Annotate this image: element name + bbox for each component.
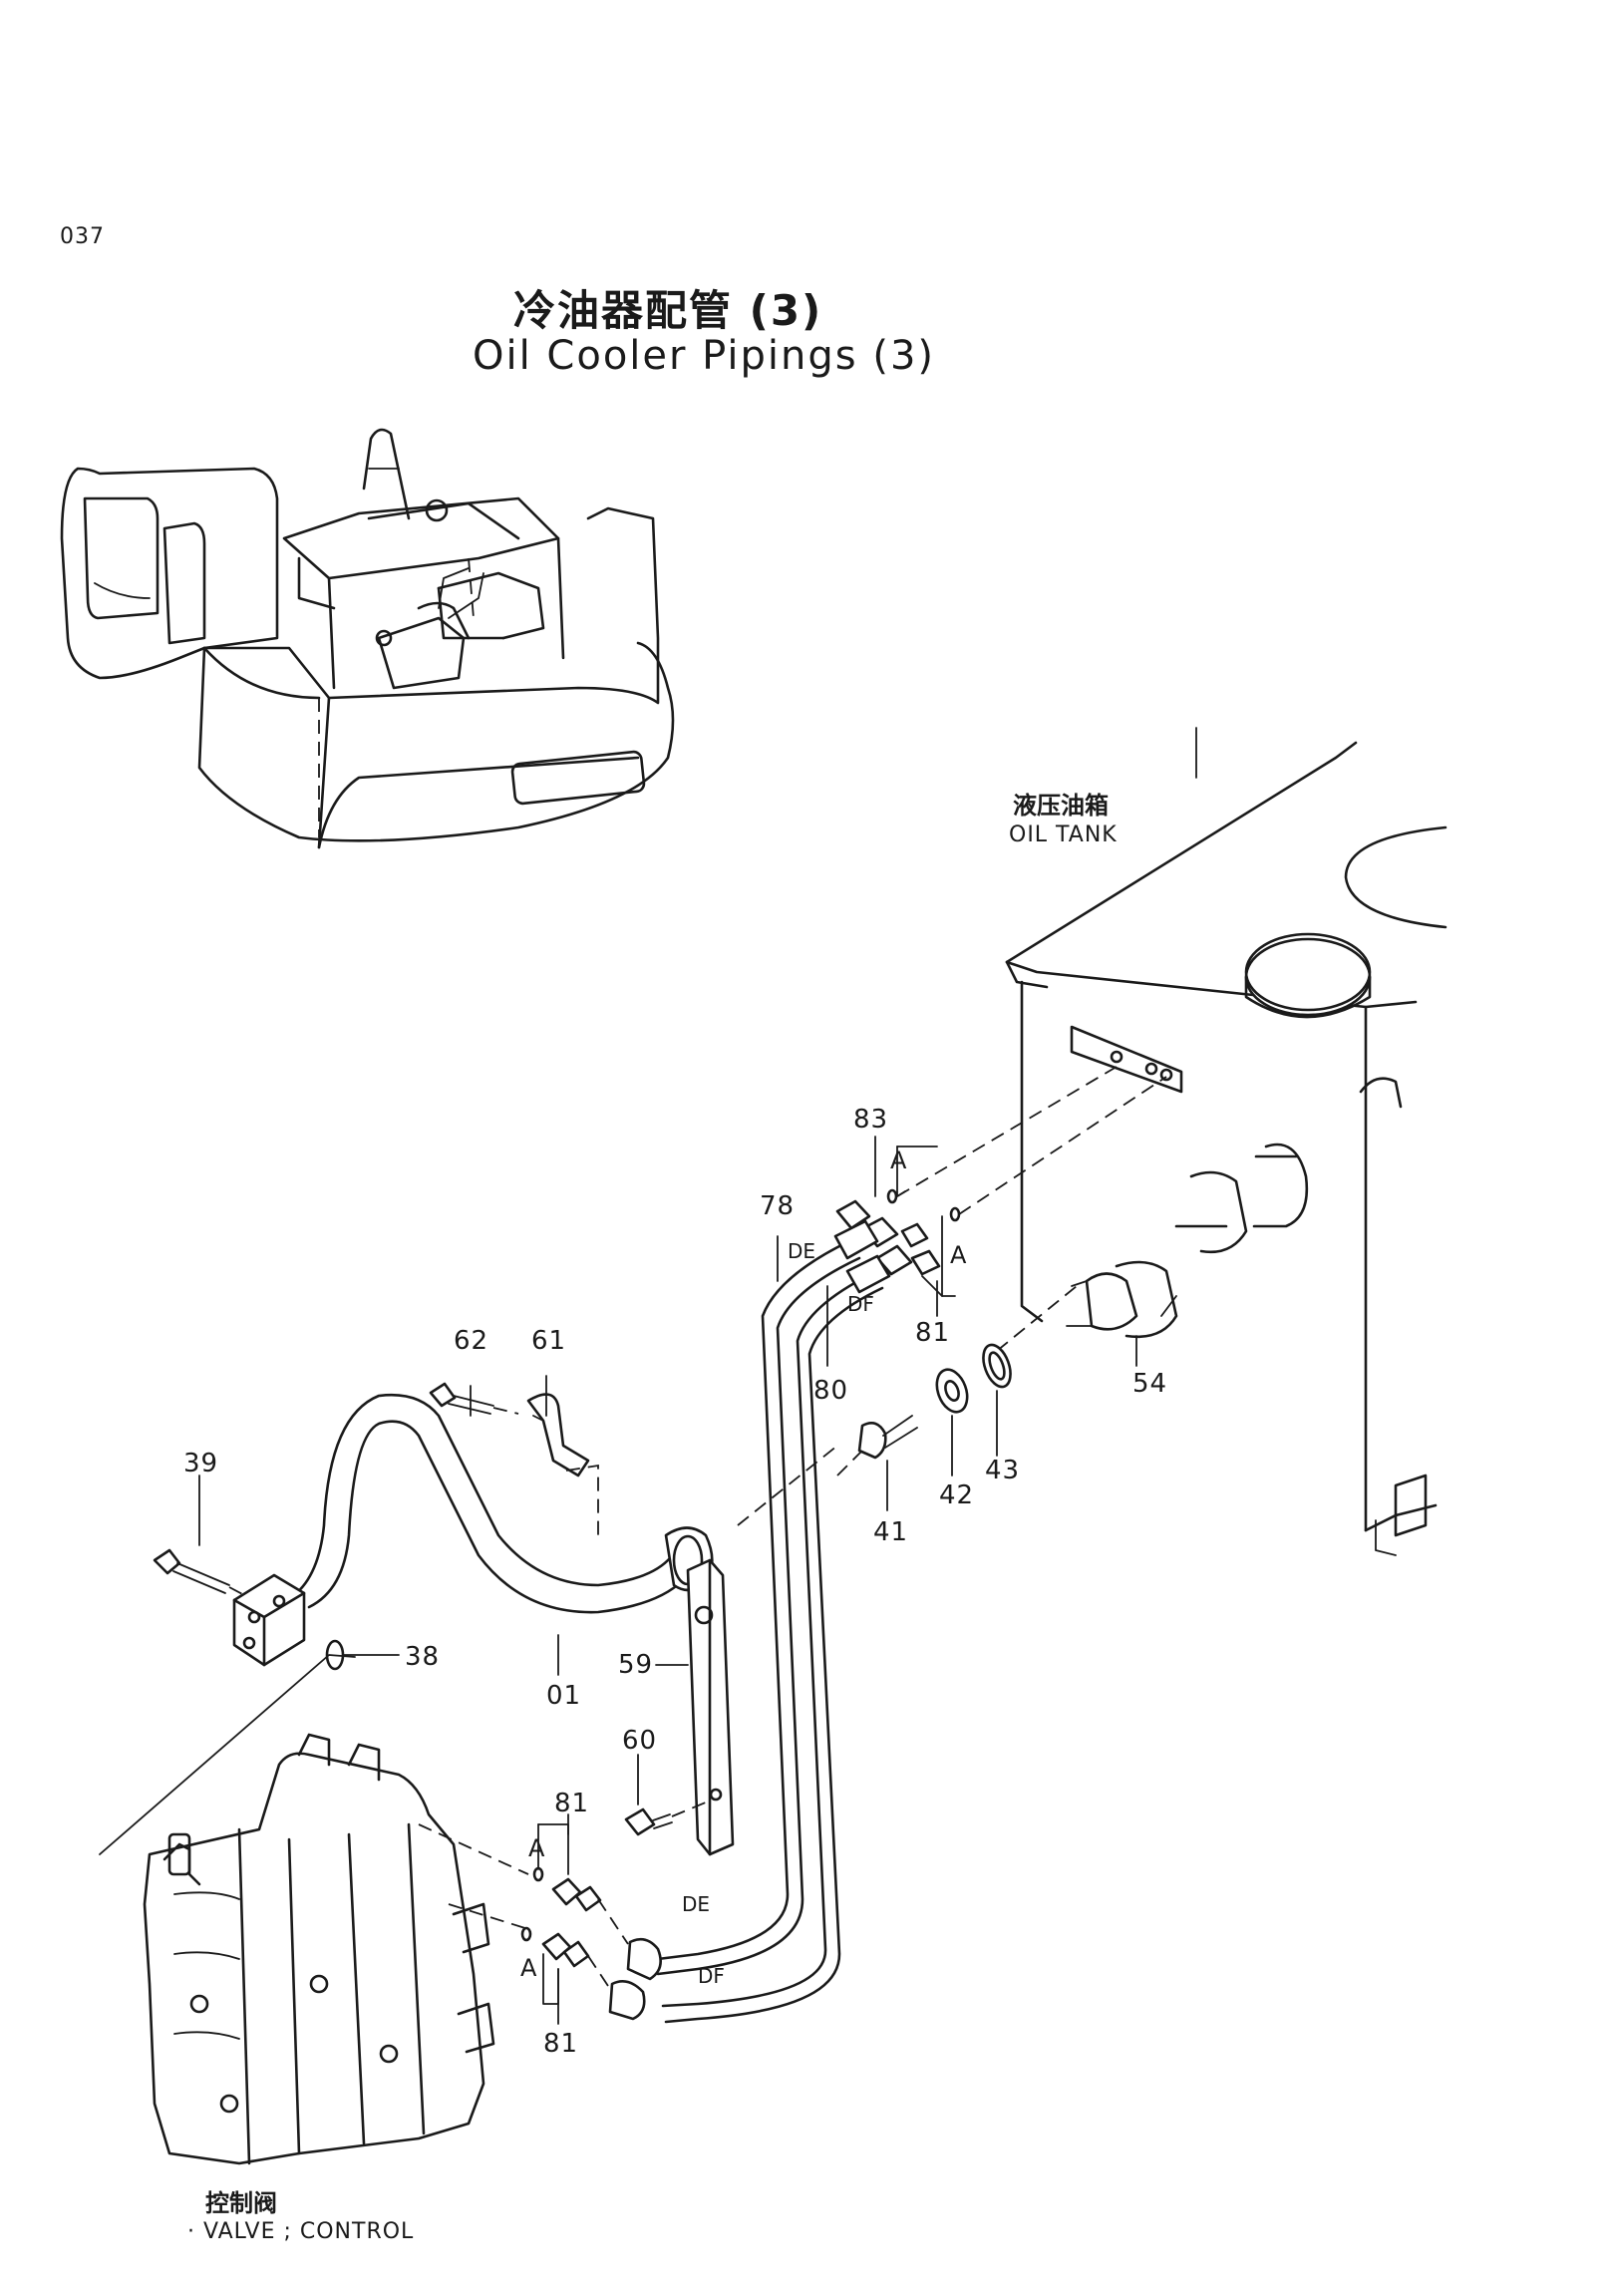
control-valve [99,1654,529,2165]
port-label-de-lower: DE [682,1892,711,1916]
part-number-39: 39 [183,1449,219,1478]
port-label-a-1: A [890,1147,907,1174]
part-number-38: 38 [405,1642,441,1672]
lower-fittings [520,1823,629,2005]
control-valve-label-cn: 控制阀 [205,2189,277,2217]
part-number-54: 54 [1132,1369,1168,1399]
part-number-59: 59 [618,1650,654,1680]
port-label-a-3: A [528,1834,545,1862]
port-label-df-upper: DF [847,1292,874,1316]
page-number: 037 [60,224,105,249]
part-number-81: 81 [915,1318,951,1348]
small-parts [737,1343,1012,1526]
part-number-01: 01 [546,1681,582,1711]
title-english: Oil Cooler Pipings (3) [473,333,935,379]
part-number-43: 43 [985,1456,1021,1485]
upper-fittings [835,1066,1167,1476]
title-chinese: 冷油器配管 (3) [513,286,823,335]
part-number-61: 61 [531,1326,567,1356]
port-label-a-2: A [950,1241,967,1269]
control-valve-label-en: · VALVE ; CONTROL [187,2219,415,2244]
part-number-60: 60 [622,1726,658,1756]
port-label-a-4: A [520,1954,537,1982]
part-number-81-lower-top: 81 [554,1789,590,1818]
oil-tank-label-cn: 液压油箱 [1013,792,1109,820]
port-label-de-upper: DE [788,1239,816,1263]
bracket-59 [624,1558,735,1856]
oil-tank [1005,741,1447,1556]
part-number-81-lower-bottom: 81 [543,2029,579,2059]
part-number-41: 41 [873,1517,909,1547]
part-number-80: 80 [813,1376,849,1406]
oil-tank-label-en: OIL TANK [1009,822,1118,847]
pipe-01 [153,1382,714,1671]
hoses [608,1219,891,2024]
part-number-62: 62 [454,1326,489,1356]
part-number-78: 78 [760,1191,796,1221]
part-number-83: 83 [853,1105,889,1135]
leader-lines [198,727,1197,2025]
port-label-df-lower: DF [698,1964,725,1988]
excavator-overview [60,428,675,849]
part-number-42: 42 [939,1480,975,1510]
